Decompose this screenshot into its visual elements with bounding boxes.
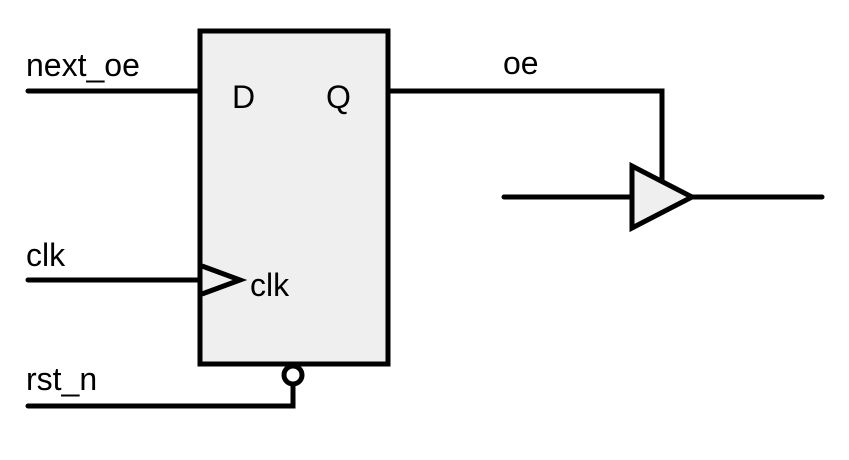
clock-edge-icon [201,263,248,297]
oe-label: oe [503,45,539,81]
clk-pin-label: clk [250,267,290,303]
rst-n-wire [25,382,296,409]
clk-label: clk [26,237,66,273]
flip-flop-box [197,28,391,367]
tristate-buffer-icon [629,161,698,233]
oe-wire [385,88,665,183]
rst-n-label: rst_n [26,361,97,397]
d-pin-label: D [232,79,255,115]
q-pin-label: Q [326,79,351,115]
next-oe-label: next_oe [26,47,140,83]
inversion-bubble-icon [281,363,305,387]
